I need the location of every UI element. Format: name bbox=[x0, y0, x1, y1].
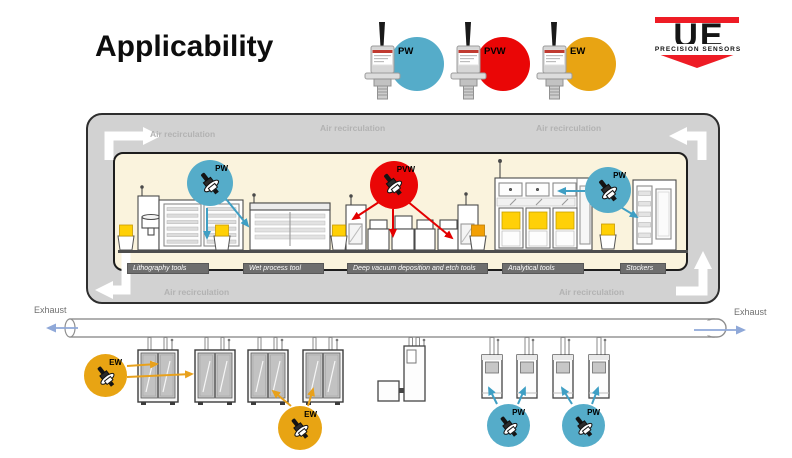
wafer-pod bbox=[213, 224, 231, 251]
air-recirculation-label: Air recirculation bbox=[536, 123, 602, 133]
pvw-color-circle bbox=[476, 37, 530, 91]
badge-pw-pumps-left: PW bbox=[487, 404, 530, 447]
badge-label: PW bbox=[512, 408, 525, 417]
badge-ew-gas-cabinets-left: EW bbox=[84, 354, 127, 397]
pressure-sensor-icon bbox=[450, 22, 487, 100]
air-recirculation-label: Air recirculation bbox=[320, 123, 386, 133]
logo-subtitle: PRECISION SENSORS bbox=[645, 44, 751, 55]
legend-sensor-pw: PW bbox=[352, 20, 444, 106]
sensor-icon bbox=[97, 366, 115, 387]
ew-color-circle bbox=[562, 37, 616, 91]
wafer-pod-orange bbox=[469, 224, 487, 251]
vacuum-pump bbox=[516, 336, 538, 399]
pvw-vacuum-arrows bbox=[351, 200, 454, 240]
exhaust-label-left: Exhaust bbox=[34, 305, 67, 315]
gas-cabinet bbox=[194, 336, 236, 406]
legend-sensor-ew: EW bbox=[524, 20, 616, 106]
ew-gas-cabinet-arrows-right bbox=[271, 387, 315, 407]
badge-label: EW bbox=[109, 358, 122, 367]
legend-label-pw: PW bbox=[398, 46, 414, 57]
badge-pw-pumps-right: PW bbox=[562, 404, 605, 447]
badge-pw-analytical: PW bbox=[585, 167, 631, 213]
ew-gas-cabinet-arrows-left bbox=[126, 360, 194, 379]
pw-pump-arrows-right bbox=[560, 386, 600, 405]
section-label-stockers: Stockers bbox=[620, 263, 666, 274]
legend-label-pvw: PVW bbox=[484, 46, 506, 57]
sensor-icon bbox=[575, 416, 593, 437]
sensor-icon bbox=[201, 172, 220, 195]
sensor-icon bbox=[291, 418, 309, 439]
air-recirculation-arrows bbox=[95, 127, 712, 299]
wafer-pod bbox=[599, 223, 617, 250]
badge-label: PVW bbox=[396, 165, 415, 174]
pw-pump-arrows-left bbox=[488, 386, 526, 405]
section-label-vacuum: Deep vacuum deposition and etch tools bbox=[347, 263, 488, 274]
logo-top-bar-icon bbox=[655, 17, 739, 23]
badge-label: PW bbox=[587, 408, 600, 417]
sensor-icon bbox=[500, 416, 518, 437]
section-label-lithography: Lithography tools bbox=[127, 263, 209, 274]
gas-cabinet bbox=[137, 336, 179, 406]
badge-pw-lithography: PW bbox=[187, 160, 233, 206]
pressure-sensor-icon bbox=[536, 22, 573, 100]
badge-label: EW bbox=[304, 410, 317, 419]
badge-label: PW bbox=[215, 164, 228, 173]
section-label-wet-process: Wet process tool bbox=[243, 263, 324, 274]
air-recirculation-label: Air recirculation bbox=[559, 287, 625, 297]
sensor-icon bbox=[599, 179, 618, 202]
pw-color-circle bbox=[390, 37, 444, 91]
subfab-equipment bbox=[137, 336, 610, 406]
exhaust-label-right: Exhaust bbox=[734, 307, 767, 317]
sensor-icon bbox=[384, 173, 403, 196]
pump-station bbox=[377, 337, 426, 402]
badge-label: PW bbox=[613, 171, 626, 180]
badge-ew-gas-cabinets-right: EW bbox=[278, 406, 322, 450]
page-title: Applicability bbox=[95, 30, 274, 63]
air-recirculation-label: Air recirculation bbox=[150, 129, 216, 139]
ue-precision-sensors-logo: UE PRECISION SENSORS bbox=[645, 13, 751, 75]
legend-sensor-pvw: PVW bbox=[438, 20, 530, 106]
wafer-pod bbox=[330, 224, 348, 251]
pressure-sensor-icon bbox=[364, 22, 401, 100]
gas-cabinet bbox=[247, 336, 289, 406]
section-label-analytical: Analytical tools bbox=[502, 263, 584, 274]
exhaust-pipe bbox=[46, 318, 746, 338]
vacuum-pump bbox=[588, 336, 610, 399]
vacuum-deposition-etch-tools bbox=[345, 192, 479, 251]
vacuum-pump bbox=[481, 336, 503, 399]
wet-process-tool bbox=[249, 193, 331, 251]
gas-cabinet bbox=[302, 336, 344, 406]
wafer-pod bbox=[117, 224, 135, 251]
stocker bbox=[632, 179, 677, 251]
legend-label-ew: EW bbox=[570, 46, 586, 57]
pw-lithography-arrows bbox=[203, 198, 250, 240]
badge-pvw-vacuum: PVW bbox=[370, 161, 418, 209]
air-recirculation-label: Air recirculation bbox=[164, 287, 230, 297]
analytical-tools bbox=[494, 159, 593, 251]
